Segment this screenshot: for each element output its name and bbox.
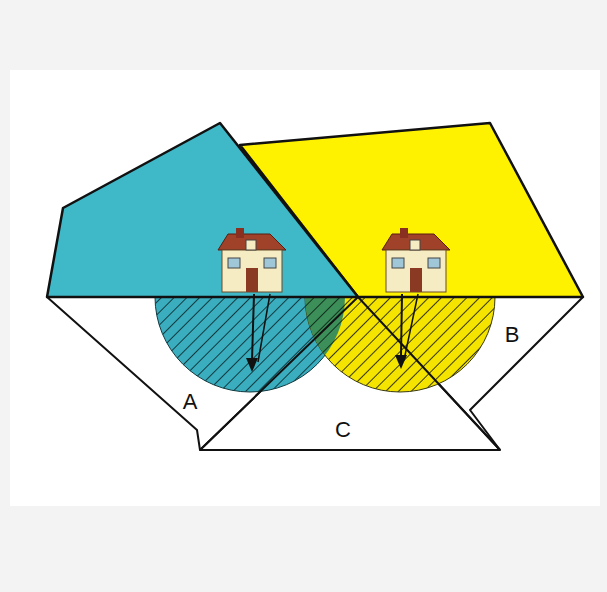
house-icon <box>382 228 450 292</box>
region-letter: A <box>183 391 198 413</box>
house-icon <box>218 228 286 292</box>
region-letter: B <box>505 324 520 346</box>
region-letter: C <box>335 419 351 441</box>
